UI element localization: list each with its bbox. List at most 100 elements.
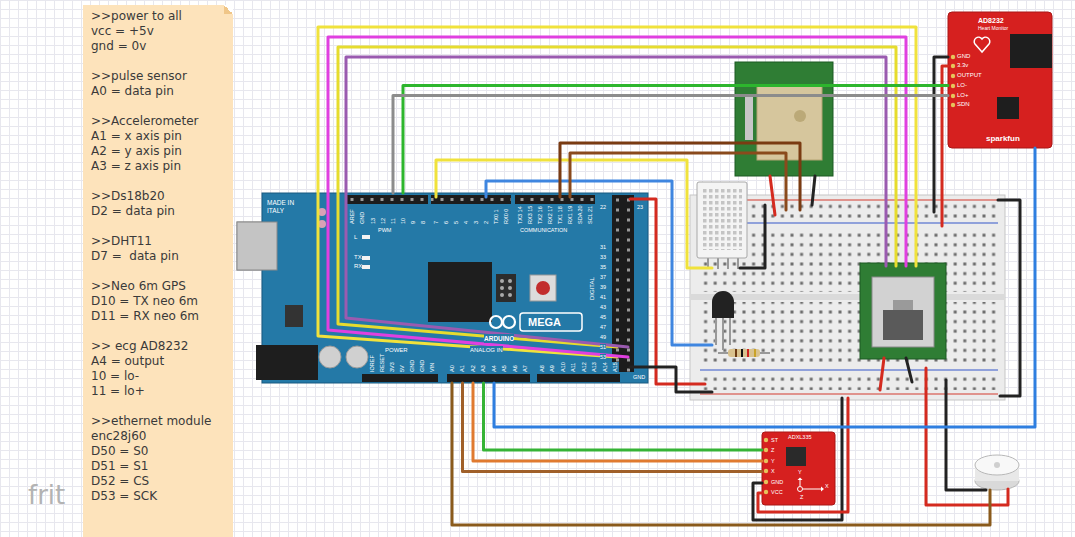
arduino-mega-drawing-part (428, 262, 492, 322)
note-line: >>Accelerometer (91, 114, 199, 129)
gps-module (735, 62, 833, 176)
ad8232-drawing-part (951, 103, 955, 107)
board-label: 11 (390, 218, 397, 224)
wires-part (770, 176, 775, 215)
board-label: 4 (463, 221, 470, 224)
arduino-mega-drawing-part (496, 274, 516, 302)
arduino-mega-drawing-part (490, 316, 502, 328)
board-label: 37 (600, 274, 606, 281)
board-label: TX1 18 (557, 206, 564, 224)
board-label: 51 (600, 344, 606, 351)
note-line: >> ecg AD8232 (91, 339, 188, 354)
board-label: ARDUINO (484, 334, 514, 343)
ds18b20-sensor (712, 291, 734, 350)
board-label: A3 (480, 365, 487, 372)
board-label: 39 (600, 284, 606, 291)
wires (318, 27, 1020, 525)
resistor-symbol-part (728, 349, 760, 357)
board-label: IOREF (369, 355, 376, 372)
wire-connector (393, 96, 948, 194)
board-label: 3 (473, 221, 480, 224)
board-label: A8 (539, 365, 546, 372)
pin-label: SDN (957, 101, 970, 108)
wires-part (880, 358, 884, 390)
resistor-symbol-part (747, 349, 749, 357)
resistor-symbol-part (735, 349, 737, 357)
wires-part (486, 181, 712, 345)
arduino-mega-drawing-part (508, 279, 512, 283)
adxl335-drawing-part (798, 487, 803, 492)
ds18b20-sensor-part (712, 291, 734, 318)
board-label: A7 (522, 365, 529, 372)
wires-part (560, 143, 800, 210)
wires-part (338, 47, 896, 347)
pin-label: LO+ (957, 92, 969, 99)
board-label: A4 (491, 365, 498, 372)
wires-part (753, 398, 842, 520)
board-label: 3V3 (389, 362, 396, 372)
adxl335-drawing-part (803, 489, 821, 490)
board-label: A15 (612, 362, 619, 372)
board-label: TX2 16 (537, 206, 544, 224)
resistor-symbol (718, 349, 770, 357)
gps-module-part (794, 110, 806, 122)
note-line: 10 = lo- (91, 369, 139, 384)
arduino-mega-drawing-part (508, 286, 512, 290)
pin-label: OUTPUT (957, 72, 982, 79)
wire-connector (473, 383, 762, 461)
note-line: D50 = S0 (91, 444, 148, 459)
adxl335-drawing-part (764, 448, 768, 452)
note-line: A2 = y axis pin (91, 144, 182, 159)
pin-label: sparkfun (986, 134, 1020, 144)
board-label: GND (409, 360, 416, 372)
board-label: GND (633, 374, 645, 381)
board-label: 33 (600, 254, 606, 261)
arduino-mega-drawing-part (537, 374, 620, 382)
arduino-mega-drawing-part (515, 195, 595, 204)
board-label: RX (354, 262, 362, 270)
note-line: >>Neo 6m GPS (91, 279, 186, 294)
arduino-mega-drawing-part (536, 281, 550, 295)
wires-part (906, 358, 912, 382)
pin-label: AD8232 (978, 16, 1004, 25)
ad8232-drawing-part (1010, 34, 1052, 68)
note-line: enc28j60 (91, 429, 146, 444)
board-label: SCL 21 (587, 206, 594, 224)
wires-part (998, 200, 1020, 396)
board-label: TX (354, 253, 362, 261)
pin-label: 3.3v (957, 62, 968, 69)
breadboard-part (700, 394, 998, 395)
arduino-mega-drawing-part (530, 275, 556, 301)
pin-label: GND (957, 53, 970, 60)
dht11-sensor-part (697, 182, 747, 258)
arduino-mega-drawing-part (500, 286, 504, 290)
ad8232-drawing-part (951, 55, 955, 59)
arduino-mega-drawing-part (515, 195, 595, 204)
board-label: 9 (410, 221, 417, 224)
pin-label: ADXL335 (788, 434, 812, 441)
pin-label: GND (771, 479, 783, 486)
wires-part (570, 153, 786, 210)
board-label: 45 (600, 314, 606, 321)
board-label: GND (359, 212, 366, 224)
wires-part (452, 383, 990, 525)
board-label: A2 (470, 365, 477, 372)
adxl335-drawing-part (798, 478, 803, 481)
pin-label: ST (771, 437, 778, 444)
pin-label: LO- (957, 82, 967, 89)
dht11-sensor-part (702, 188, 742, 250)
board-label: 22 (600, 204, 606, 211)
board-label: GND (419, 360, 426, 372)
board-label: RX1 19 (567, 206, 574, 224)
resistor-symbol-part (741, 349, 743, 357)
note-line: A3 = z axis pin (91, 159, 181, 174)
note-line: >>power to all (91, 9, 182, 24)
ad8232-drawing-part (951, 74, 955, 78)
pin-label: VCC (771, 489, 783, 496)
adxl335-drawing-part (764, 438, 768, 442)
ad8232-drawing-part (951, 64, 955, 68)
board-label: AREF (349, 209, 356, 224)
board-label: 53 (600, 354, 606, 361)
adxl335-drawing-part (764, 480, 768, 484)
